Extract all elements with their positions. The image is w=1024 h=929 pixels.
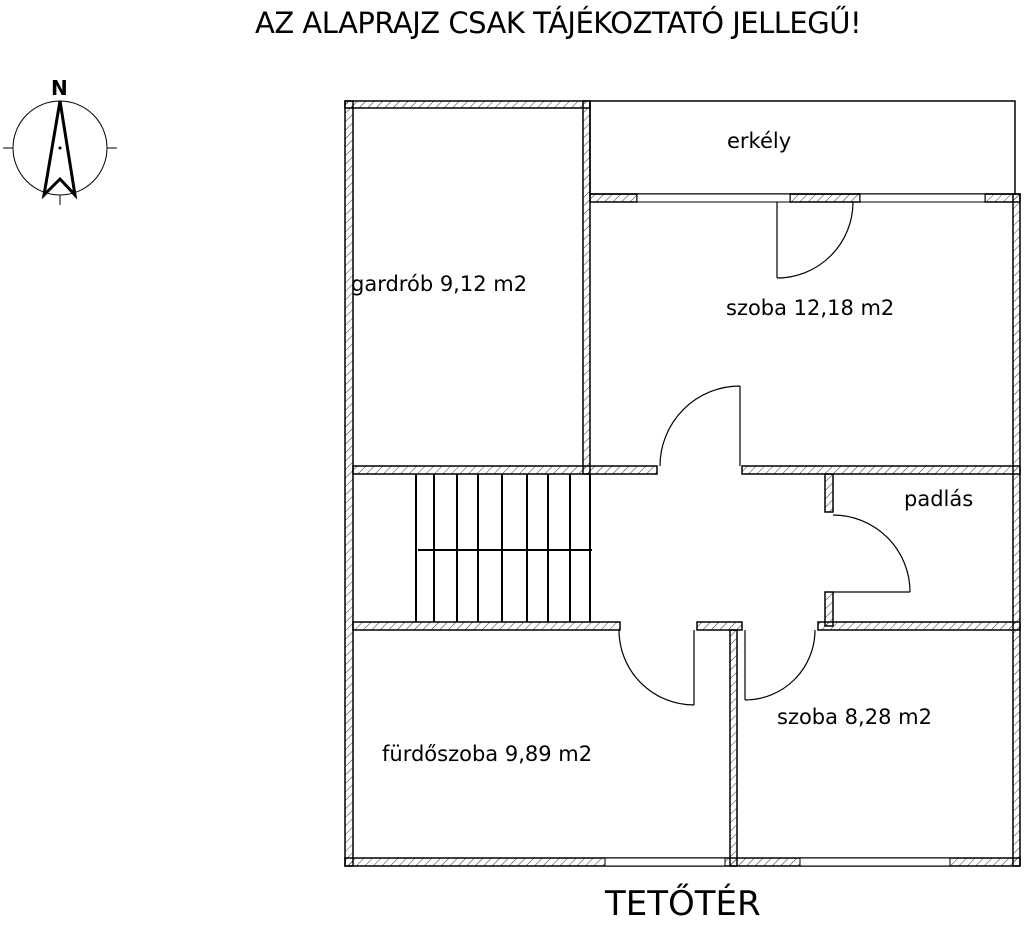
door-szoba-small[interactable]: [744, 629, 816, 701]
balcony-outline: [589, 100, 1016, 195]
door-padlas[interactable]: [832, 514, 911, 593]
floor-name: TETŐTÉR: [605, 884, 761, 924]
north-arrow-icon: [3, 100, 117, 205]
window-openings: [604, 193, 986, 867]
room-label-erkely: erkély: [727, 129, 792, 153]
compass-north-label: N: [51, 76, 68, 100]
room-label-szoba-small: szoba 8,28 m2: [777, 705, 932, 729]
room-label-szoba-large: szoba 12,18 m2: [726, 296, 895, 320]
door-szoba-balcony[interactable]: [776, 201, 854, 279]
staircase: [415, 474, 592, 622]
door-szoba-hall[interactable]: [659, 385, 741, 467]
room-label-gardrob: gardrób 9,12 m2: [351, 272, 528, 296]
disclaimer-title: AZ ALAPRAJZ CSAK TÁJÉKOZTATÓ JELLEGŰ!: [255, 6, 862, 40]
door-furdoszoba[interactable]: [618, 629, 695, 706]
room-label-padlas: padlás: [904, 487, 974, 511]
room-label-furdoszoba: fürdőszoba 9,89 m2: [382, 742, 593, 766]
